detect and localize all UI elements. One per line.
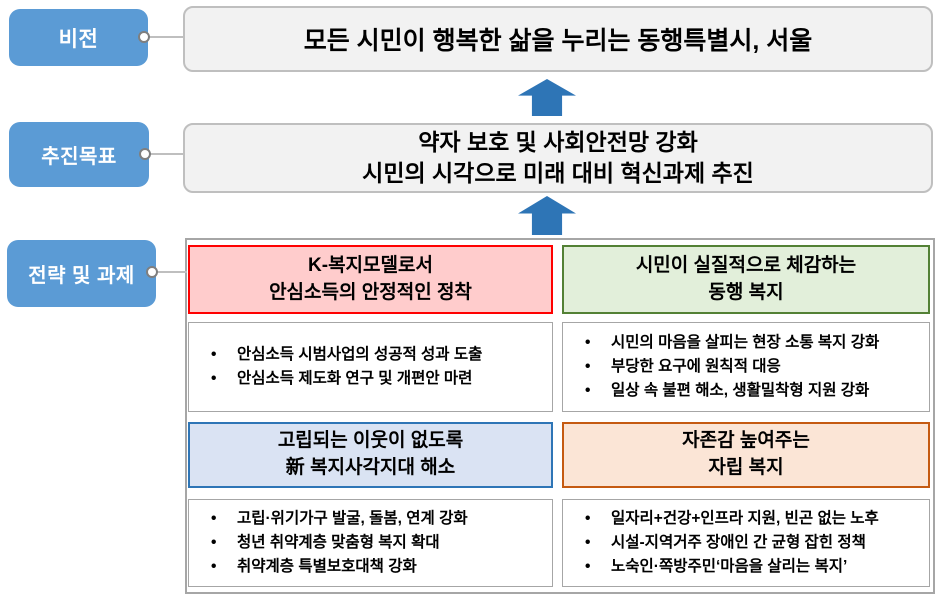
strategy-header-title-line1: 고립되는 이웃이 없도록 <box>277 430 464 452</box>
task-item: 안심소득 시범사업의 성공적 성과 도출 <box>209 343 546 367</box>
goal-label-text: 추진목표 <box>41 146 117 168</box>
strategy-header-welfare-blindspot: 고립되는 이웃이 없도록 新 복지사각지대 해소 <box>188 422 553 488</box>
strategy-tasks-self-reliance: 일자리+건강+인프라 지원, 빈곤 없는 노후 시설-지역거주 장애인 간 균형… <box>562 499 930 587</box>
task-list: 일자리+건강+인프라 지원, 빈곤 없는 노후 시설-지역거주 장애인 간 균형… <box>563 507 929 579</box>
strategy-connector-dot <box>146 266 158 278</box>
task-item: 취약계층 특별보호대책 강화 <box>209 555 546 579</box>
task-list: 고립·위기가구 발굴, 돌봄, 연계 강화 청년 취약계층 맞춤형 복지 확대 … <box>189 507 552 579</box>
task-list: 안심소득 시범사업의 성공적 성과 도출 안심소득 제도화 연구 및 개편안 마… <box>189 343 552 391</box>
goal-text-line2: 시민의 시각으로 미래 대비 혁신과제 추진 <box>362 160 754 186</box>
vision-label-text: 비전 <box>58 27 99 51</box>
task-item: 안심소득 제도화 연구 및 개편안 마련 <box>209 367 546 391</box>
goal-connector-line <box>150 153 185 155</box>
task-item: 시민의 마음을 살피는 현장 소통 복지 강화 <box>583 331 923 355</box>
strategy-header-title-line1: 시민이 실질적으로 체감하는 <box>635 254 857 276</box>
strategy-header-title-line1: K-복지모델로서 <box>308 254 433 276</box>
strategy-label: 전략 및 과제 <box>7 240 156 307</box>
task-item: 일자리+건강+인프라 지원, 빈곤 없는 노후 <box>583 507 923 531</box>
strategy-header-donghaeng-welfare: 시민이 실질적으로 체감하는 동행 복지 <box>562 245 930 314</box>
vision-banner: 모든 시민이 행복한 삶을 누리는 동행특별시, 서울 <box>183 6 933 72</box>
strategy-header-title-line1: 자존감 높여주는 <box>682 430 810 452</box>
vision-connector-line <box>149 36 185 38</box>
goal-text-line1: 약자 보호 및 사회안전망 강화 <box>418 128 698 155</box>
vision-connector-dot <box>138 31 150 43</box>
goal-label: 추진목표 <box>9 122 149 187</box>
strategy-header-title-line2: 자립 복지 <box>708 457 784 478</box>
task-list: 시민의 마음을 살피는 현장 소통 복지 강화 부당한 요구에 원칙적 대응 일… <box>563 331 929 403</box>
strategy-header-title-line2: 동행 복지 <box>708 281 784 303</box>
vision-text: 모든 시민이 행복한 삶을 누리는 동행특별시, 서울 <box>303 27 813 55</box>
strategy-tasks-welfare-blindspot: 고립·위기가구 발굴, 돌봄, 연계 강화 청년 취약계층 맞춤형 복지 확대 … <box>188 499 553 587</box>
strategy-tasks-donghaeng-welfare: 시민의 마음을 살피는 현장 소통 복지 강화 부당한 요구에 원칙적 대응 일… <box>562 322 930 412</box>
strategy-tasks-ansim-income: 안심소득 시범사업의 성공적 성과 도출 안심소득 제도화 연구 및 개편안 마… <box>188 322 553 412</box>
task-item: 청년 취약계층 맞춤형 복지 확대 <box>209 531 546 555</box>
strategy-header-title-line2: 안심소득의 안정적인 정착 <box>269 281 472 303</box>
strategy-header-title-line2: 新 복지사각지대 해소 <box>285 457 456 478</box>
up-arrow-icon <box>518 79 576 116</box>
strategy-connector-line <box>157 271 187 273</box>
goal-banner: 약자 보호 및 사회안전망 강화 시민의 시각으로 미래 대비 혁신과제 추진 <box>183 123 933 193</box>
vision-label: 비전 <box>9 9 148 66</box>
task-item: 일상 속 불편 해소, 생활밀착형 지원 강화 <box>583 379 923 403</box>
strategy-label-text: 전략 및 과제 <box>28 265 135 287</box>
strategy-header-ansim-income: K-복지모델로서 안심소득의 안정적인 정착 <box>188 245 553 314</box>
strategy-header-self-reliance: 자존감 높여주는 자립 복지 <box>562 422 930 488</box>
task-item: 노숙인·쪽방주민‘마음을 살리는 복지’ <box>583 555 923 579</box>
task-item: 부당한 요구에 원칙적 대응 <box>583 355 923 379</box>
up-arrow-icon <box>518 196 576 235</box>
goal-connector-dot <box>139 148 151 160</box>
task-item: 고립·위기가구 발굴, 돌봄, 연계 강화 <box>209 507 546 531</box>
task-item: 시설-지역거주 장애인 간 균형 잡힌 정책 <box>583 531 923 555</box>
